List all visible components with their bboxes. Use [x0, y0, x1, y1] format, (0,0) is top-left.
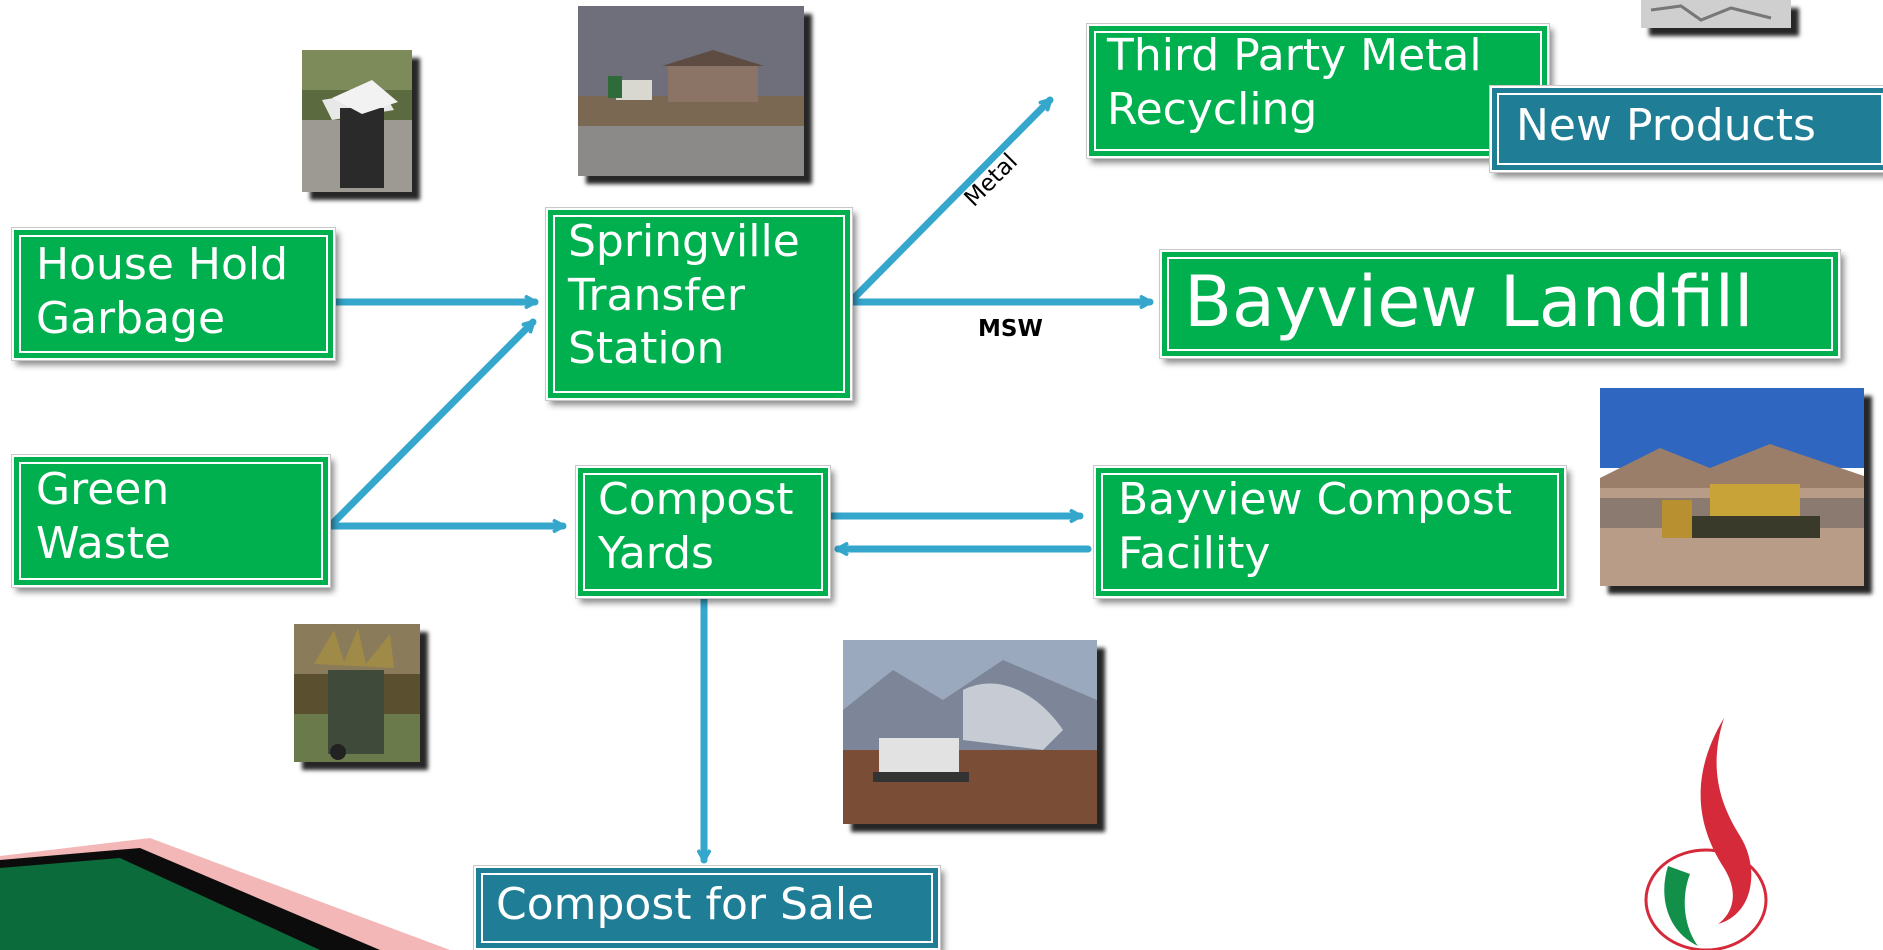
node-label: Third Party Metal Recycling: [1107, 30, 1482, 135]
node-label: Compost Yards: [598, 474, 794, 579]
node-compost-yards: Compost Yards: [575, 465, 831, 599]
node-label: Green Waste: [36, 464, 171, 569]
node-household-garbage: House Hold Garbage: [11, 227, 336, 361]
metal-scrap-photo: [1641, 0, 1791, 28]
garbage-can-photo: [302, 50, 412, 192]
corner-swoosh: [0, 838, 450, 950]
node-bayview-compost: Bayview Compost Facility: [1093, 465, 1567, 599]
node-compost-for-sale: Compost for Sale: [473, 865, 941, 950]
node-label: House Hold Garbage: [36, 239, 289, 344]
node-bayview-landfill: Bayview Landfill: [1159, 249, 1841, 359]
arrow-greenwaste-to-transfer: [326, 318, 537, 530]
node-label: New Products: [1516, 100, 1816, 151]
flame-logo: [1644, 718, 1768, 950]
arrow-transfer-to-metal: [848, 96, 1054, 304]
node-new-products: New Products: [1489, 85, 1883, 173]
node-third-party-metal: Third Party Metal Recycling: [1086, 23, 1550, 159]
node-label: Compost for Sale: [496, 879, 875, 930]
node-transfer-station: Springville Transfer Station: [545, 207, 853, 401]
bulldozer-landfill-photo: [1600, 388, 1864, 586]
transfer-station-photo: [578, 6, 804, 176]
grinder-photo: [843, 640, 1097, 824]
edge-label-msw: MSW: [978, 316, 1043, 342]
node-label: Bayview Compost Facility: [1118, 474, 1513, 579]
yard-waste-bin-photo: [294, 624, 420, 762]
node-label: Springville Transfer Station: [568, 216, 800, 375]
node-green-waste: Green Waste: [11, 454, 331, 588]
node-label: Bayview Landfill: [1184, 261, 1754, 343]
